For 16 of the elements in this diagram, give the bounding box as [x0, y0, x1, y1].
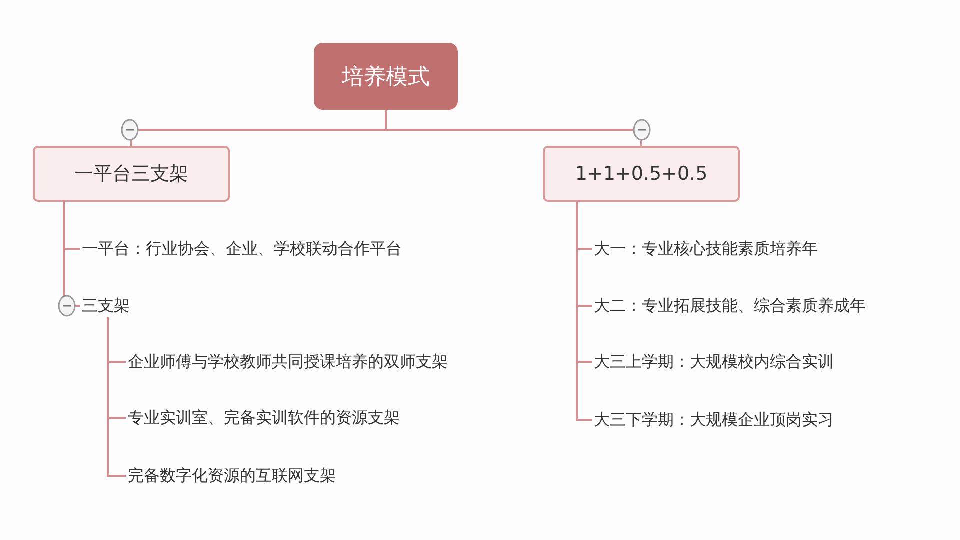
- subtopic-text: 三支架: [82, 295, 152, 317]
- subtopic-text: 大三下学期：大规模企业顶岗实习: [594, 409, 914, 431]
- main-topic-box: 一平台三支架: [33, 146, 230, 202]
- connector-line: [107, 317, 126, 477]
- subtopic-text: 专业实训室、完备实训软件的资源支架: [128, 407, 488, 429]
- subtopic-text: 大二：专业拓展技能、综合素质养成年: [594, 295, 934, 317]
- subtopic-text: 大三上学期：大规模校内综合实训: [594, 351, 914, 373]
- root-topic-box: 培养模式: [314, 43, 458, 110]
- subtopic-text: 一平台：行业协会、企业、学校联动合作平台: [82, 238, 482, 260]
- main-topic-box: 1+1+0.5+0.5: [543, 146, 740, 202]
- subtopic-text: 大一：专业核心技能素质培养年: [594, 238, 914, 260]
- subtopic-text: 企业师傅与学校教师共同授课培养的双师支架: [128, 351, 528, 373]
- connector-line: [63, 202, 80, 307]
- subtopic-text: 完备数字化资源的互联网支架: [128, 465, 428, 487]
- connector-line: [576, 202, 592, 421]
- connector-line: [385, 110, 642, 146]
